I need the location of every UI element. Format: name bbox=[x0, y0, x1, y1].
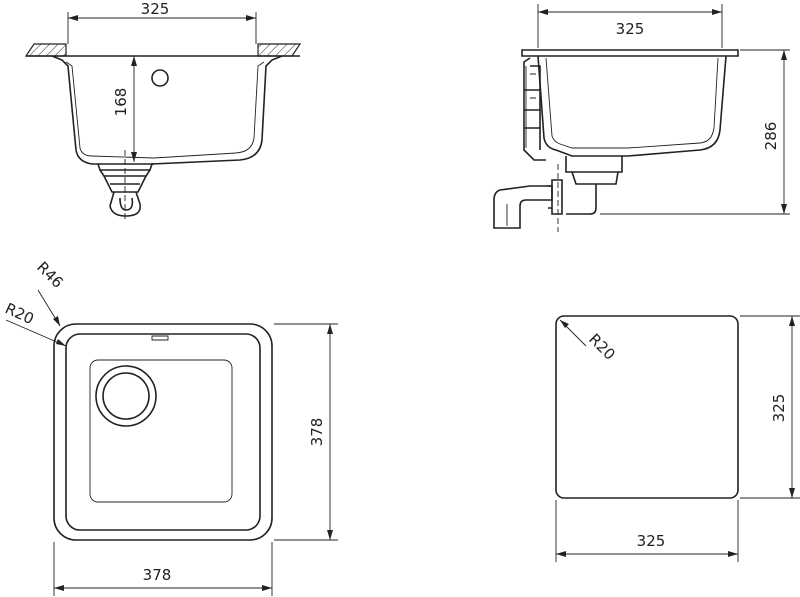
top-view: R46 R20 378 378 bbox=[2, 258, 338, 596]
cutout-height-label: 325 bbox=[770, 394, 788, 423]
overflow-hole bbox=[151, 69, 169, 87]
sink-bowl-floor bbox=[89, 359, 233, 503]
drain-inner bbox=[102, 372, 150, 420]
side-height-label: 286 bbox=[762, 122, 780, 151]
sink-outer-outline bbox=[53, 323, 273, 541]
strainer bbox=[98, 163, 154, 177]
side-bowl-outer bbox=[537, 55, 727, 157]
inner-radius-label: R20 bbox=[2, 299, 36, 328]
side-rim bbox=[521, 49, 739, 57]
side-waste bbox=[565, 156, 623, 185]
outlet-pipe bbox=[493, 185, 553, 229]
countertop-right bbox=[257, 43, 302, 57]
drain-outer bbox=[95, 365, 157, 427]
side-bowl-inner bbox=[545, 57, 719, 149]
top-width-label: 378 bbox=[143, 566, 172, 584]
trap-loop bbox=[109, 191, 142, 217]
countertop-left bbox=[24, 43, 67, 57]
outer-radius-label: R46 bbox=[33, 258, 67, 292]
top-height-label: 378 bbox=[308, 418, 326, 447]
cutout-radius-label: R20 bbox=[585, 330, 619, 364]
side-section-view: 325 286 bbox=[493, 4, 790, 232]
front-section-view: 325 168 bbox=[24, 0, 302, 222]
overflow-slot bbox=[151, 335, 169, 341]
overflow-pipe bbox=[523, 57, 546, 161]
cutout-outline bbox=[555, 315, 739, 499]
front-depth-label: 168 bbox=[112, 88, 130, 117]
front-width-label: 325 bbox=[141, 0, 170, 18]
side-width-label: 325 bbox=[616, 20, 645, 38]
cutout-width-label: 325 bbox=[637, 532, 666, 550]
bowl-inner bbox=[65, 61, 265, 159]
cutout-view: R20 325 325 bbox=[555, 315, 800, 562]
sink-rim-inner bbox=[65, 333, 261, 531]
